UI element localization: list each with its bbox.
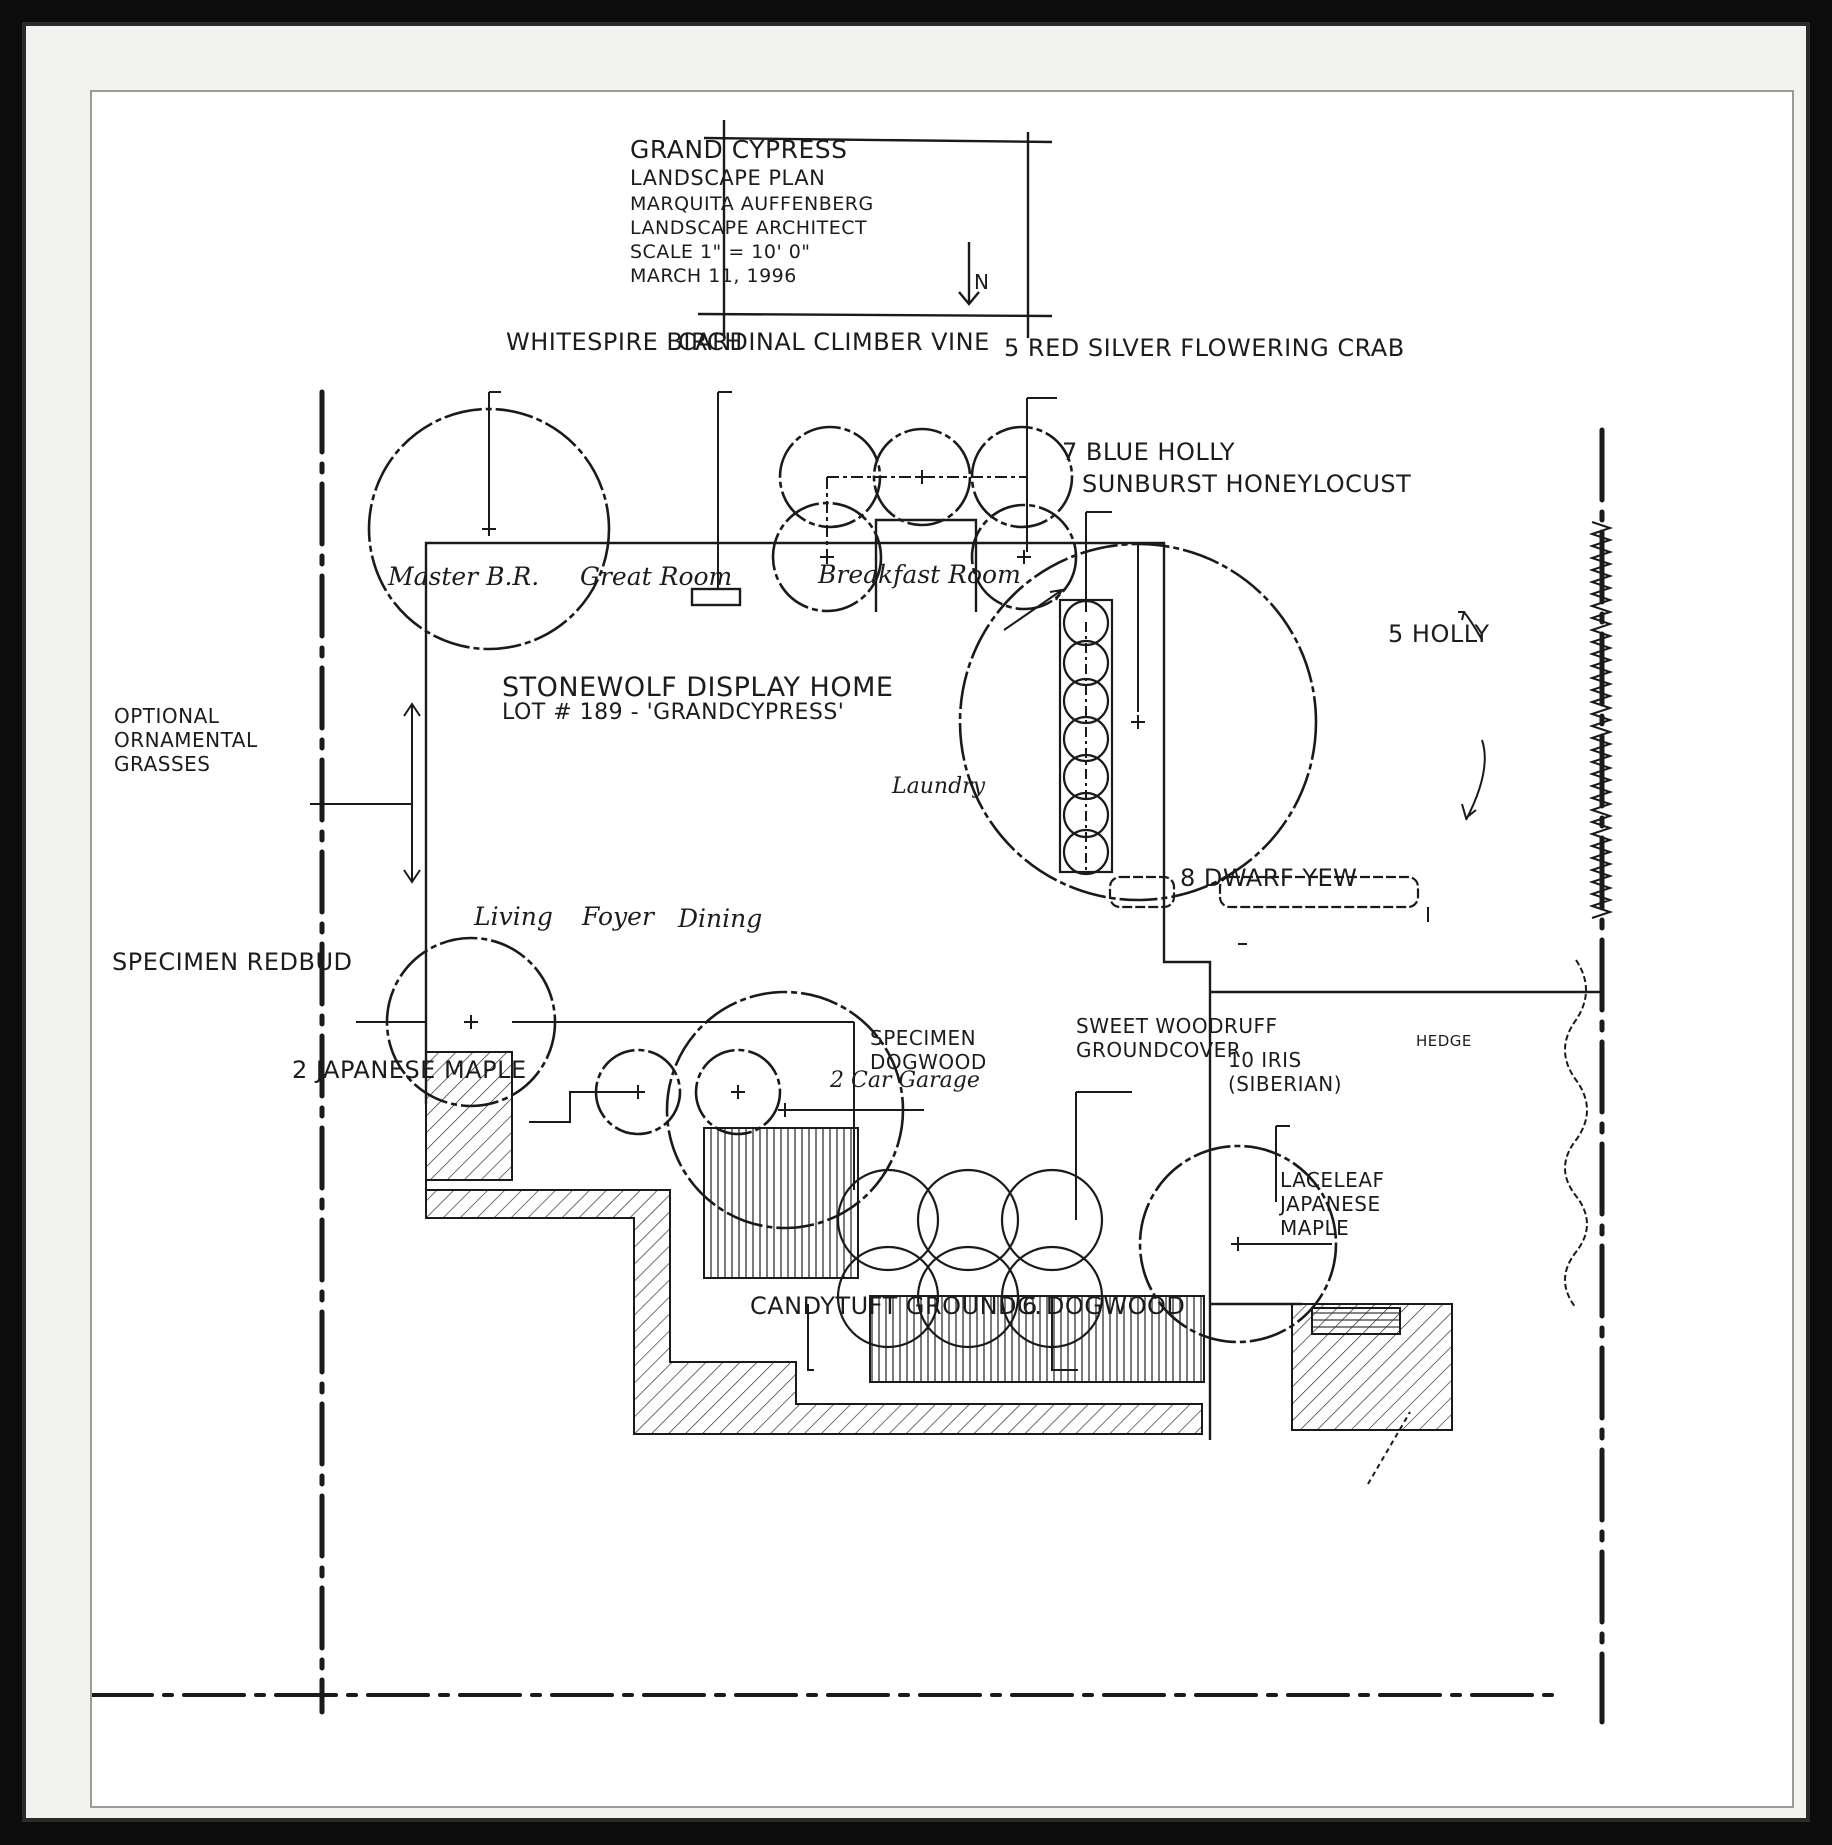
room-breakfast: Breakfast Room <box>818 560 1021 589</box>
room-foyer: Foyer <box>582 902 654 931</box>
room-living: Living <box>474 902 553 931</box>
home-lot: LOT # 189 - 'GRANDCYPRESS' <box>502 700 845 725</box>
label-flowering-crab: 5 RED SILVER FLOWERING CRAB <box>1004 334 1405 362</box>
leader-whitespire <box>488 391 501 522</box>
crab-connector <box>826 476 1027 552</box>
garage-dogwood-bed <box>869 1295 1205 1383</box>
label-siberian-iris: 10 IRIS (SIBERIAN) <box>1228 1048 1342 1096</box>
room-dining: Dining <box>678 904 763 933</box>
room-great: Great Room <box>580 562 733 591</box>
label-holly: 5 HOLLY <box>1388 620 1490 648</box>
crab-canopy-3 <box>872 427 972 527</box>
plan-scale: SCALE 1" = 10' 0" <box>630 241 811 263</box>
plan-sheet: GRAND CYPRESS LANDSCAPE PLAN MARQUITA AU… <box>92 92 1792 1806</box>
holly-arrow-down <box>1461 739 1486 821</box>
plan-date: MARCH 11, 1996 <box>630 265 797 287</box>
label-iris-line2: (SIBERIAN) <box>1228 1072 1342 1096</box>
label-woodruff-line1: SWEET WOODRUFF <box>1076 1014 1278 1038</box>
landscape-plan-drawing <box>92 120 1614 1725</box>
title-block-frame <box>697 120 1053 338</box>
label-grasses-line3: GRASSES <box>114 752 211 776</box>
laceleaf-maple-canopy <box>1138 1144 1338 1344</box>
room-laundry: Laundry <box>892 774 986 799</box>
architect-name: MARQUITA AUFFENBERG <box>630 193 874 215</box>
room-garage: 2 Car Garage <box>830 1068 980 1093</box>
house-outline <box>424 541 1602 1440</box>
plan-subtitle: LANDSCAPE PLAN <box>630 166 826 190</box>
leader-redbud <box>356 1021 855 1190</box>
plan-title: GRAND CYPRESS <box>630 135 848 164</box>
crab-canopy-5 <box>970 503 1078 611</box>
photo-frame: GRAND CYPRESS LANDSCAPE PLAN MARQUITA AU… <box>22 22 1810 1822</box>
cardinal-climber-base <box>690 587 742 607</box>
hedge-texture <box>1564 521 1614 1309</box>
label-whitespire-birch: WHITESPIRE BIRCH <box>506 328 743 356</box>
corner-mark <box>1367 1411 1411 1485</box>
holly-arrow-up <box>1458 611 1483 641</box>
leader-candytuft <box>807 1304 814 1371</box>
leader-sunburst <box>1137 543 1150 712</box>
leader-blue-holly <box>1085 511 1112 612</box>
japanese-maple-canopy-2 <box>694 1048 782 1136</box>
label-specimen-dogwood: SPECIMEN DOGWOOD <box>870 1026 987 1074</box>
sweet-woodruff-bed <box>703 1127 859 1279</box>
label-grasses-line2: ORNAMENTAL <box>114 728 258 752</box>
leader-dogwood6 <box>1051 1297 1078 1371</box>
label-hedge: HEDGE <box>1416 1032 1472 1050</box>
label-dwarf-yew: 8 DWARF YEW <box>1180 864 1358 892</box>
leader-iris <box>1275 1125 1290 1202</box>
leader-jmaple <box>529 1091 638 1123</box>
candytuft-groundcover-bed <box>425 1051 1203 1435</box>
label-cardinal-climber: CARDINAL CLIMBER VINE <box>678 328 990 356</box>
room-master: Master B.R. <box>388 562 540 591</box>
leader-woodruff <box>1075 1091 1132 1220</box>
label-specimen-redbud: SPECIMEN REDBUD <box>112 948 353 976</box>
label-woodruff-line2: GROUNDCOVER <box>1076 1038 1242 1062</box>
label-candytuft: CANDYTUFT GROUNDC. <box>750 1292 1043 1320</box>
label-japanese-maple: 2 JAPANESE MAPLE <box>292 1056 527 1084</box>
label-sunburst-honeylocust: SUNBURST HONEYLOCUST <box>1082 470 1412 498</box>
architect-role: LANDSCAPE ARCHITECT <box>630 217 868 239</box>
north-arrow-icon <box>958 242 980 306</box>
laceleaf-bed <box>1291 1303 1453 1431</box>
label-laceleaf-line2: JAPANESE <box>1280 1192 1381 1216</box>
label-sweet-woodruff: SWEET WOODRUFF GROUNDCOVER <box>1076 1014 1278 1062</box>
label-laceleaf-line1: LACELEAF <box>1280 1168 1385 1192</box>
home-name: STONEWOLF DISPLAY HOME <box>502 672 894 703</box>
label-spec-dogwood-line1: SPECIMEN <box>870 1026 977 1050</box>
label-dogwood: 6 DOGWOOD <box>1022 1292 1186 1320</box>
leader-breakfast-arrow <box>1003 588 1064 631</box>
label-blue-holly: 7 BLUE HOLLY <box>1062 438 1236 466</box>
label-ornamental-grasses: OPTIONAL ORNAMENTAL GRASSES <box>114 704 258 776</box>
dwarf-yew-beds <box>1108 875 1420 909</box>
label-laceleaf-maple: LACELEAF JAPANESE MAPLE <box>1280 1168 1385 1240</box>
leader-cardinal <box>717 391 732 589</box>
north-label: N <box>974 270 990 294</box>
dogwood-circles <box>836 1168 1104 1349</box>
grasses-extent <box>403 702 421 884</box>
label-iris-line1: 10 IRIS <box>1228 1048 1302 1072</box>
climber-trellis <box>874 518 978 612</box>
leader-crab <box>1026 397 1057 552</box>
label-grasses-line1: OPTIONAL <box>114 704 220 728</box>
label-laceleaf-line3: MAPLE <box>1280 1216 1350 1240</box>
label-spec-dogwood-line2: DOGWOOD <box>870 1050 987 1074</box>
iris-bed <box>1311 1307 1401 1335</box>
